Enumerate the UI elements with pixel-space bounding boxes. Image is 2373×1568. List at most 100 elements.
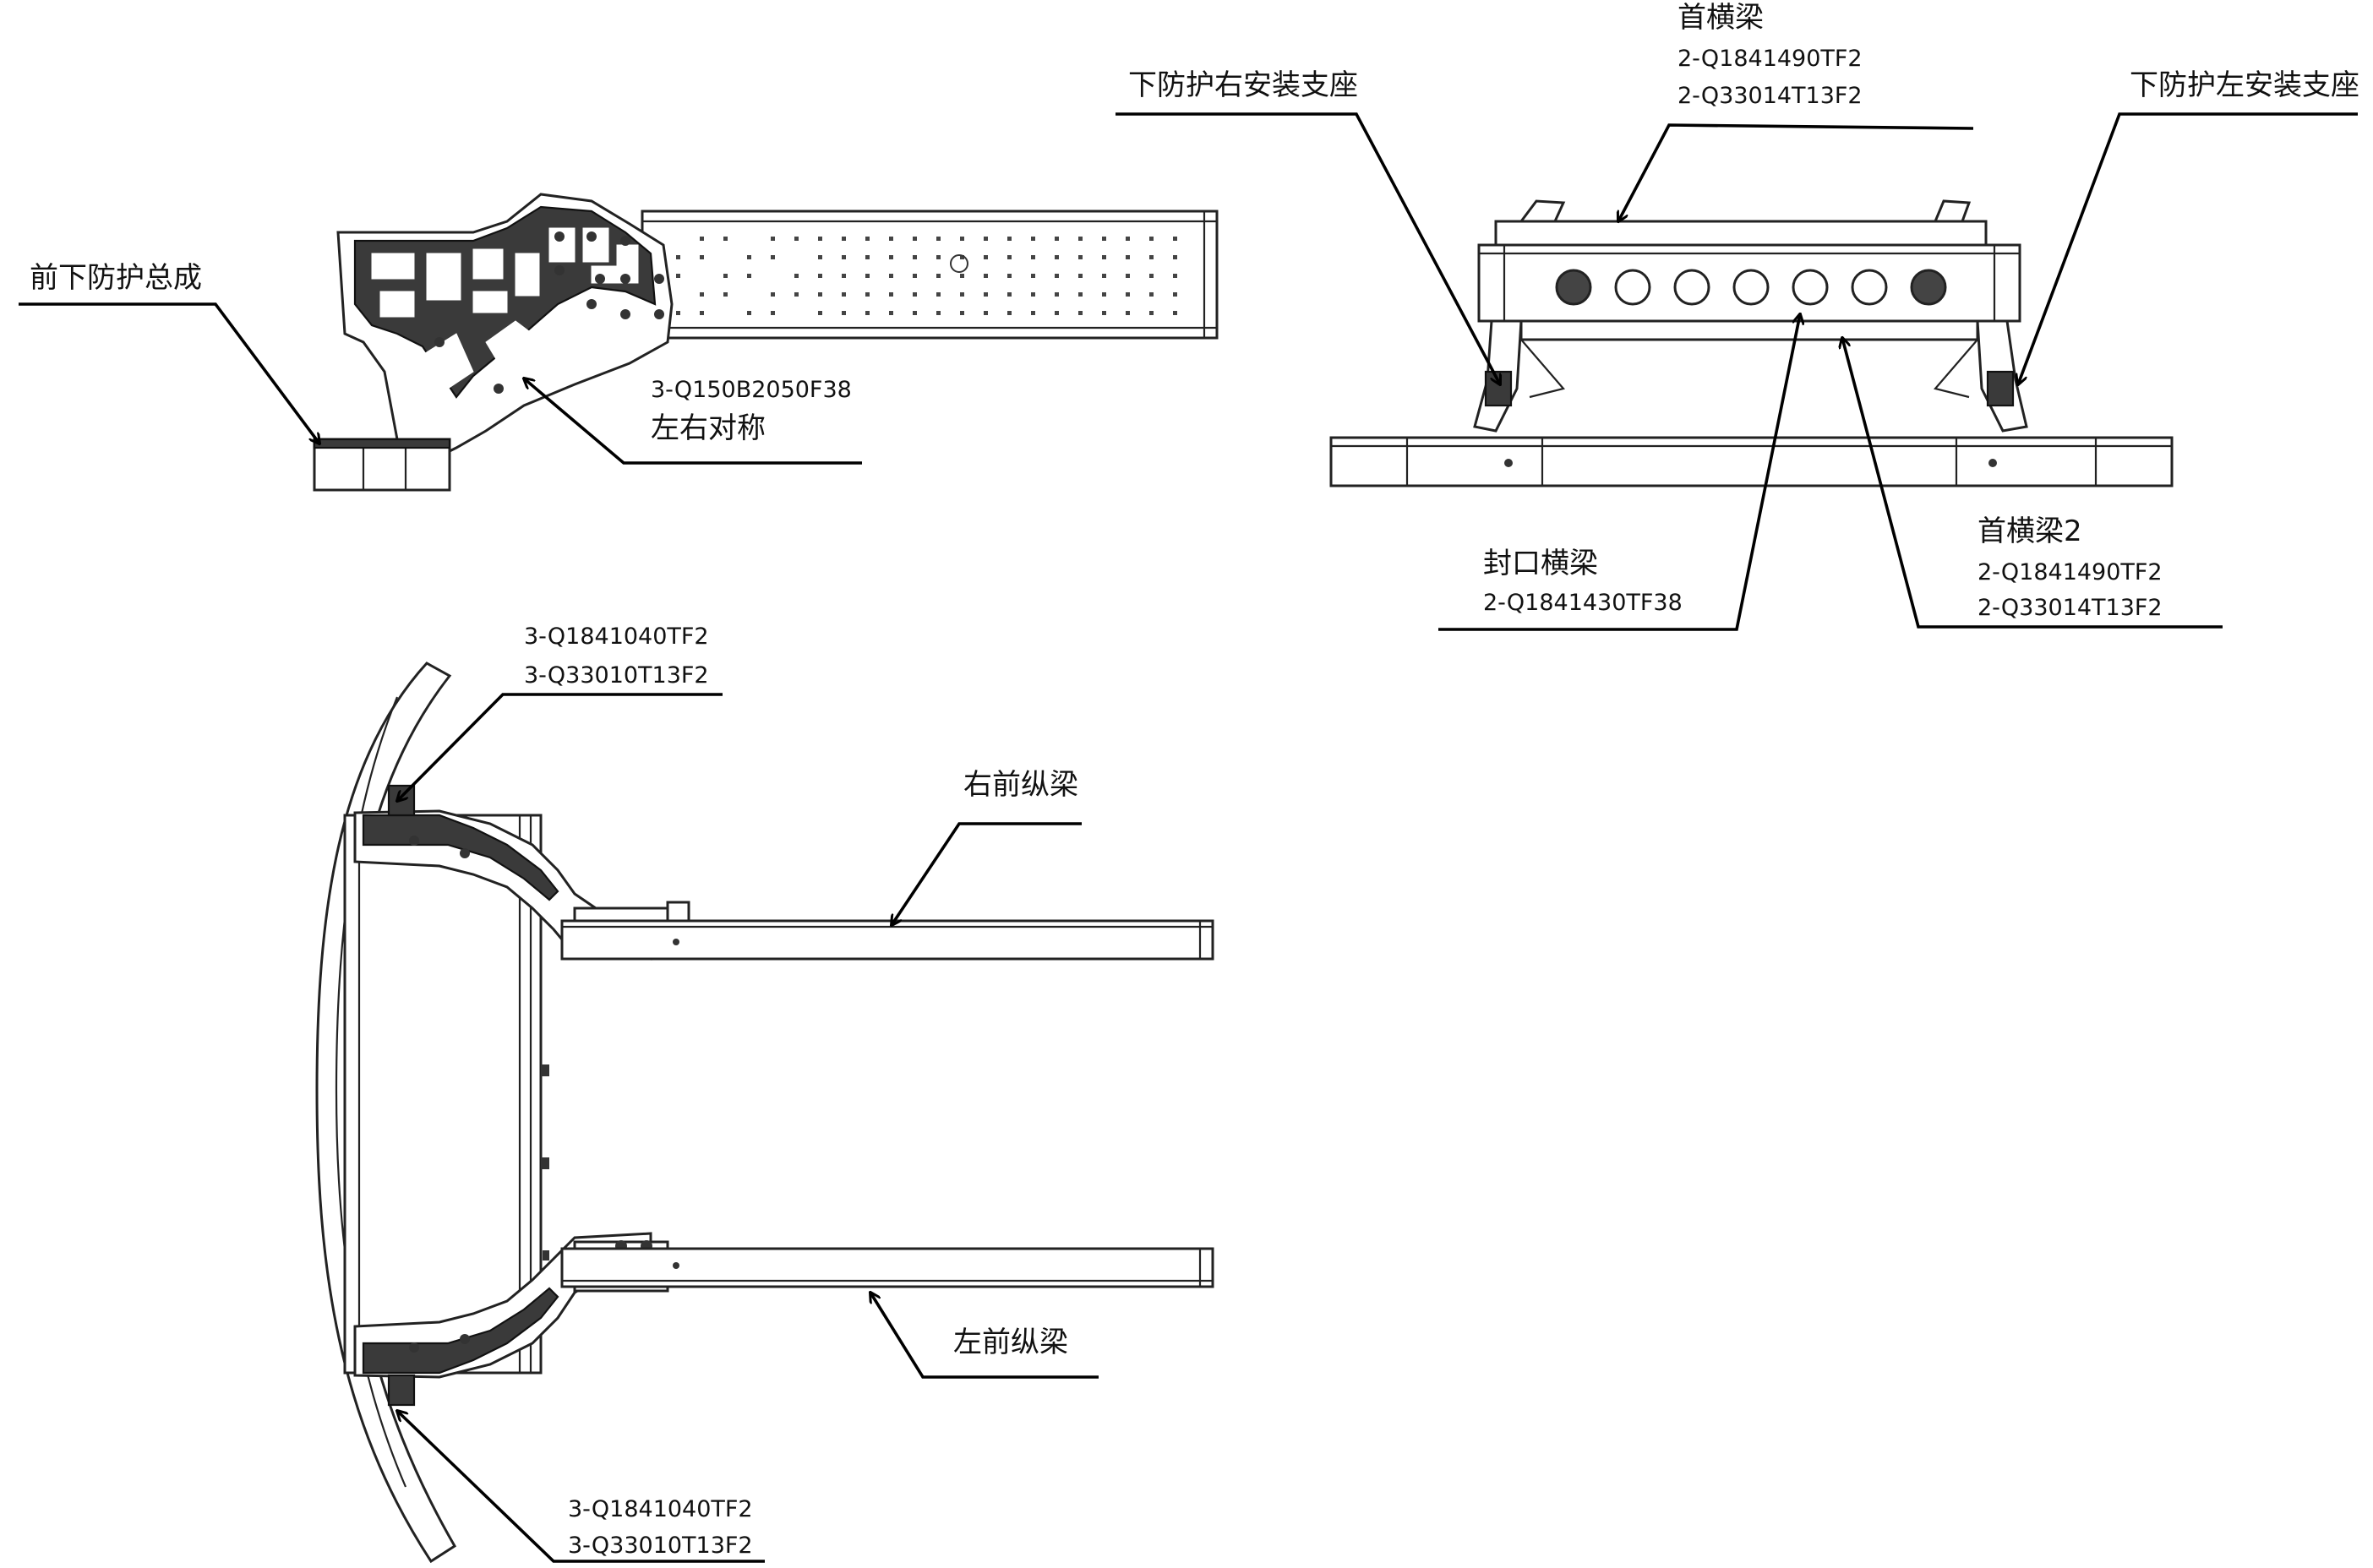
label-first-crossbeam-pn1: 2-Q1841490TF2 xyxy=(1677,46,1863,72)
annotation-left-front-rail: 左前纵梁 xyxy=(870,1293,1099,1379)
rail-hole xyxy=(984,274,988,278)
rail-hole xyxy=(913,311,917,315)
label-lower-guard-right-bracket: 下防护右安装支座 xyxy=(1128,68,1358,102)
front-bracket xyxy=(313,193,674,492)
label-symmetric: 左右对称 xyxy=(651,411,766,445)
rail-hole xyxy=(1078,237,1083,241)
side-rail xyxy=(641,210,1219,340)
rail-hole xyxy=(723,237,728,241)
rail-hole xyxy=(960,311,964,315)
rail-hole xyxy=(865,237,870,241)
rail-hole xyxy=(950,254,968,273)
rail-hole xyxy=(1126,274,1130,278)
label-first-crossbeam2-pn1: 2-Q1841490TF2 xyxy=(1978,559,2163,585)
label-top-corner-pn1: 3-Q1841040TF2 xyxy=(524,623,709,650)
rail-hole xyxy=(842,311,846,315)
rail-hole xyxy=(865,292,870,297)
rail-hole xyxy=(1149,237,1154,241)
rail-hole xyxy=(889,311,893,315)
front-frame xyxy=(343,814,543,1375)
front-bottom-bar xyxy=(1329,436,2174,487)
arrow-icon xyxy=(524,378,862,465)
label-top-corner-pn2: 3-Q33010T13F2 xyxy=(524,662,709,689)
rail-hole xyxy=(747,311,751,315)
crossbeam-hole xyxy=(1614,269,1651,306)
rail-hole xyxy=(1102,311,1106,315)
rail-hole xyxy=(1055,274,1059,278)
annotation-left-bracket: 下防护左安装支座 xyxy=(2018,68,2359,384)
rail-hole xyxy=(984,311,988,315)
rail-hole xyxy=(818,274,822,278)
rail-hole xyxy=(1126,237,1130,241)
rail-hole xyxy=(771,255,775,259)
rail-hole xyxy=(676,274,680,278)
label-bottom-corner-pn2: 3-Q33010T13F2 xyxy=(568,1533,753,1559)
rail-hole xyxy=(984,292,988,297)
rail-hole xyxy=(1126,311,1130,315)
rail-hole xyxy=(723,274,728,278)
rail-hole xyxy=(1078,311,1083,315)
rail-hole xyxy=(747,255,751,259)
rail-hole xyxy=(1102,292,1106,297)
rail-hole xyxy=(794,237,799,241)
rail-hole xyxy=(1007,274,1012,278)
rail-hole xyxy=(700,292,704,297)
rail-hole xyxy=(889,255,893,259)
rail-hole xyxy=(1102,237,1106,241)
rail-hole xyxy=(913,274,917,278)
crossbeam-hole xyxy=(1673,269,1710,306)
rail-hole xyxy=(1126,292,1130,297)
rail-hole xyxy=(1007,237,1012,241)
rail-hole xyxy=(1078,292,1083,297)
label-lower-guard-left-bracket: 下防护左安装支座 xyxy=(2130,68,2359,102)
rail-hole xyxy=(818,311,822,315)
rail-hole xyxy=(1031,292,1035,297)
annotation-right-front-rail: 右前纵梁 xyxy=(892,768,1082,925)
arrow-icon xyxy=(1116,112,1500,384)
label-bracket-part: 3-Q150B2050F38 xyxy=(651,377,852,403)
rail-hole xyxy=(1007,311,1012,315)
arrow-icon xyxy=(2018,112,2358,384)
rail-hole xyxy=(865,274,870,278)
rail-hole xyxy=(936,292,941,297)
rail-hole xyxy=(676,255,680,259)
rail-hole xyxy=(818,292,822,297)
rail-hole xyxy=(1173,292,1177,297)
rail-hole xyxy=(1173,237,1177,241)
arrow-icon xyxy=(1842,338,2223,629)
rail-hole xyxy=(842,237,846,241)
rail-hole xyxy=(1102,255,1106,259)
rail-hole xyxy=(913,255,917,259)
rail-hole xyxy=(1173,311,1177,315)
rail-hole xyxy=(1031,237,1035,241)
rail-hole xyxy=(700,255,704,259)
label-first-crossbeam2: 首横梁2 xyxy=(1978,514,2082,548)
rail-hole xyxy=(889,274,893,278)
rail-hole xyxy=(1126,255,1130,259)
crossbeam-holes xyxy=(1555,269,1947,306)
top-view xyxy=(315,662,1214,1564)
crossbeam-hole xyxy=(1910,269,1947,306)
annotation-top-corner: 3-Q1841040TF2 3-Q33010T13F2 xyxy=(397,623,723,801)
crossbeam-hole xyxy=(1792,269,1829,306)
rail-hole xyxy=(984,255,988,259)
rail-hole xyxy=(960,255,964,259)
label-first-crossbeam-pn2: 2-Q33014T13F2 xyxy=(1677,83,1863,109)
arrow-icon xyxy=(892,822,1082,925)
label-first-crossbeam: 首横梁 xyxy=(1677,1,1764,35)
rail-hole xyxy=(842,255,846,259)
rail-hole xyxy=(889,237,893,241)
annotation-closing-crossbeam: 封口横梁 2-Q1841430TF38 xyxy=(1438,314,1800,631)
rail-hole xyxy=(865,255,870,259)
rail-hole xyxy=(700,311,704,315)
rail-hole xyxy=(818,255,822,259)
rail-hole xyxy=(1078,255,1083,259)
label-closing-crossbeam: 封口横梁 xyxy=(1483,547,1598,580)
annotation-front-lower-protection: 前下防护总成 xyxy=(19,261,319,444)
rail-hole xyxy=(1031,274,1035,278)
arrow-icon xyxy=(870,1293,1099,1379)
rail-hole xyxy=(1031,255,1035,259)
rail-hole xyxy=(1173,274,1177,278)
arrow-icon xyxy=(19,302,319,444)
